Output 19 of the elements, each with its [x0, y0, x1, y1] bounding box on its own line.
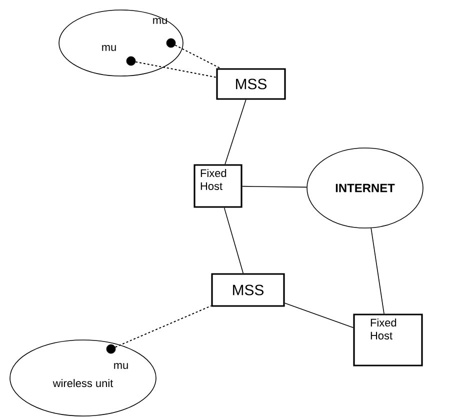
radio-link — [114, 305, 212, 348]
connection-line — [370, 228, 384, 314]
mobile-unit-dot — [106, 344, 116, 354]
host-box: Fixed Host — [194, 164, 242, 208]
station-box: MSS — [211, 273, 285, 307]
connection-line — [284, 302, 354, 328]
host-box: Fixed Host — [353, 314, 423, 366]
connection-line — [224, 99, 246, 165]
station-box: MSS — [216, 68, 286, 100]
connection-line — [242, 186, 308, 188]
mobile-unit-dot — [166, 38, 176, 48]
connection-line — [224, 207, 244, 274]
cell-ellipse — [58, 10, 184, 76]
unit-label: mu — [153, 18, 167, 24]
mobile-unit-dot — [126, 56, 136, 66]
radio-link — [135, 61, 217, 78]
unit-label: mu — [102, 45, 116, 51]
radio-link — [174, 44, 221, 69]
unit-label: mu — [114, 363, 128, 369]
